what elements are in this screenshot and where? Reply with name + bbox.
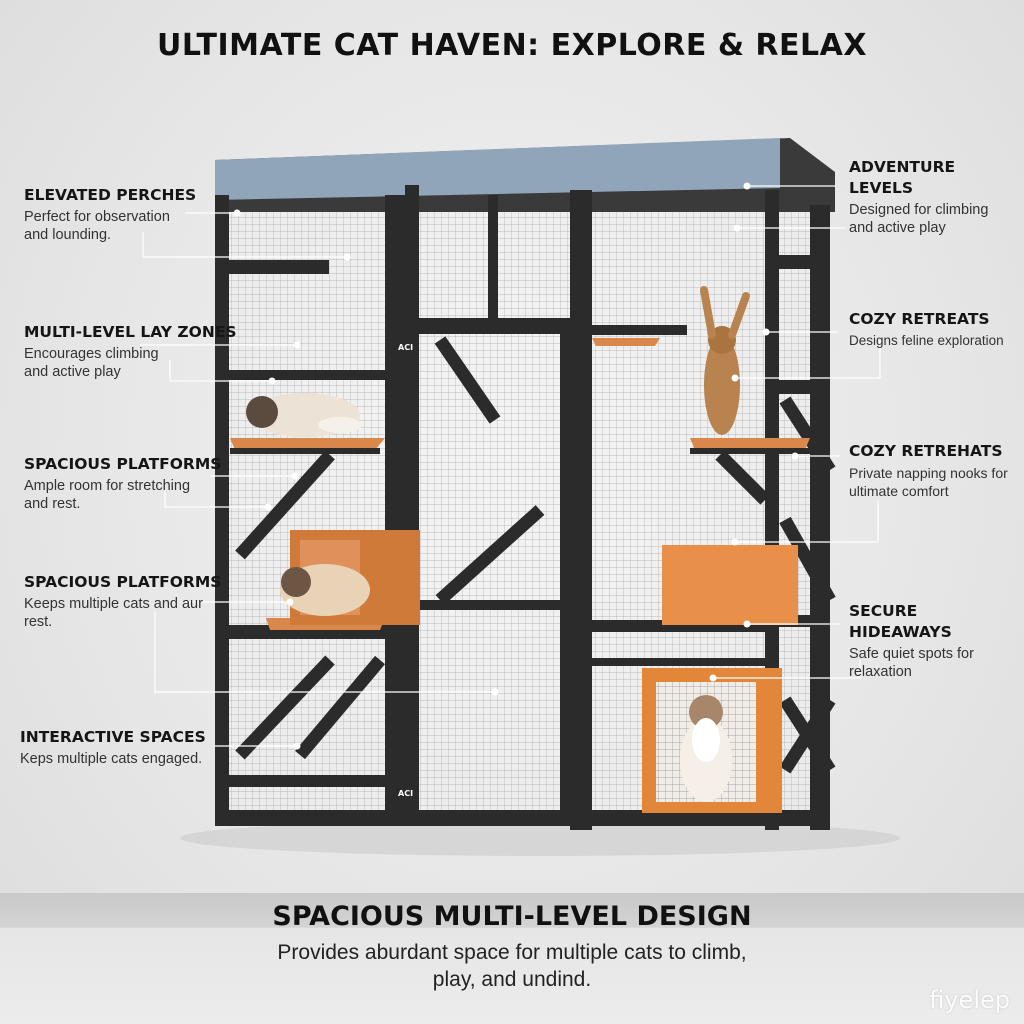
callout-desc: Keeps multiple cats and aur rest. (24, 596, 203, 630)
callout-heading: COZY RETREHATS (849, 442, 1003, 460)
door-tag-bottom: ACI (398, 789, 413, 798)
floor-shadow (180, 820, 900, 856)
callout-heading: ELEVATED PERCHES (24, 186, 197, 204)
callout-desc: Designed for climbing and active play (849, 202, 989, 236)
door-tag-top: ACI (398, 343, 413, 352)
callout-spacious-platforms-1: SPACIOUS PLATFORMS Ample room for stretc… (24, 454, 254, 513)
callout-desc: Keps multiple cats engaged. (20, 751, 203, 767)
leader-dots (233, 182, 799, 750)
callout-desc: Safe quiet spots for relaxation (849, 646, 974, 680)
frame (215, 185, 830, 830)
callout-interactive-spaces: INTERACTIVE SPACES Keps multiple cats en… (20, 727, 250, 768)
callout-heading: MULTI-LEVEL LAY ZONES (24, 323, 237, 341)
callout-heading: SPACIOUS PLATFORMS (24, 455, 222, 473)
banner-description: Provides aburdant space for multiple cat… (277, 941, 747, 991)
callout-heading: SECURE HIDEAWAYS (849, 602, 952, 641)
callout-heading: ADVENTURE LEVELS (849, 158, 956, 197)
callout-desc: Private napping nooks for ultimate comfo… (849, 465, 1008, 499)
cat-lying-top (246, 393, 362, 437)
callout-desc: Designs feline exploration (849, 333, 1004, 348)
callout-desc: Encourages climbing and active play (24, 346, 159, 380)
callout-cozy-retreats: COZY RETREATS Designs feline exploration (849, 309, 1021, 350)
cat-cage-illustration: ACI ACI (140, 138, 900, 856)
watermark: fiyelep (929, 986, 1010, 1014)
callout-secure-hideaways: SECURE HIDEAWAYS Safe quiet spots for re… (849, 601, 1021, 681)
diagonal-braces (235, 336, 836, 774)
callout-elevated-perches: ELEVATED PERCHES Perfect for observation… (24, 185, 254, 244)
cat-sitting-box (680, 695, 732, 802)
callout-heading: COZY RETREATS (849, 310, 990, 328)
callout-desc: Ample room for stretching and rest. (24, 478, 191, 512)
cat-standing-right (700, 286, 750, 435)
roof (215, 138, 780, 200)
cat-lying-box (280, 564, 370, 616)
page-title: ULTIMATE CAT HAVEN: EXPLORE & RELAX (156, 28, 867, 63)
callout-heading: SPACIOUS PLATFORMS (24, 573, 222, 591)
callout-spacious-platforms-2: SPACIOUS PLATFORMS Keeps multiple cats a… (24, 572, 254, 631)
leader-lines (140, 185, 881, 747)
bottom-banner: SPACIOUS MULTI-LEVEL DESIGN Provides abu… (0, 893, 1024, 1024)
banner-heading: SPACIOUS MULTI-LEVEL DESIGN (272, 901, 752, 932)
callout-adventure-levels: ADVENTURE LEVELS Designed for climbing a… (849, 157, 1009, 237)
callout-desc: Perfect for observation and lounding. (24, 209, 170, 243)
callout-multi-level-zones: MULTI-LEVEL LAY ZONES Encourages climbin… (24, 322, 254, 381)
callout-heading: INTERACTIVE SPACES (20, 728, 206, 746)
callout-cozy-retrehats: COZY RETREHATS Private napping nooks for… (849, 441, 1021, 500)
